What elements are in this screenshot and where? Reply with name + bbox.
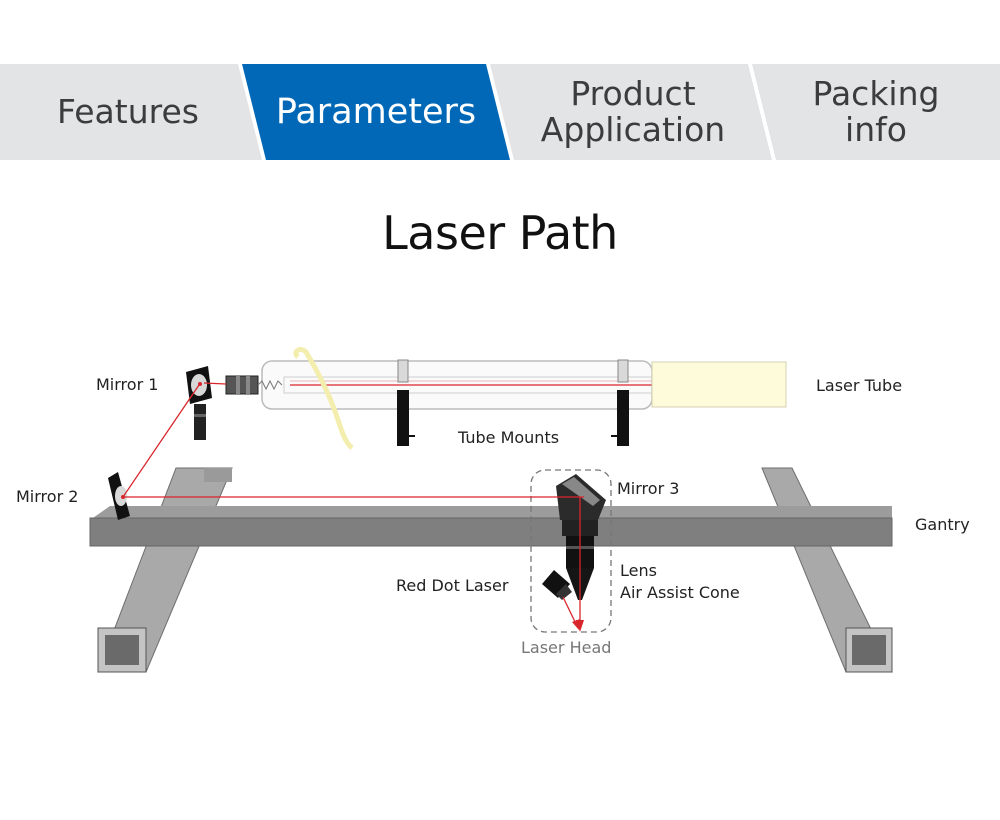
label-mirror-2: Mirror 2 [16,487,78,506]
right-support-beam [761,467,893,673]
tab-parameters[interactable]: Parameters [275,92,477,132]
mirror-1 [186,366,212,440]
beam-arrow-dot [572,619,580,630]
tab-packing-info[interactable]: Packing info [812,74,940,149]
tab-product-application-bg[interactable] [490,64,772,160]
tab-shapes [0,64,1000,160]
laser-tube [225,347,787,450]
label-mirror-3: Mirror 3 [617,479,679,498]
tab-features[interactable]: Features [57,92,199,131]
label-laser-head: Laser Head [521,638,611,657]
tab-parameters-bg[interactable] [242,64,510,160]
label-tube-mounts: Tube Mounts [457,428,559,447]
beam-spot-mirror-2 [121,495,125,499]
tab-features-bg[interactable] [0,64,262,160]
tab-product-application[interactable]: Product Application [540,74,726,149]
tube-mount-left [397,359,415,446]
label-mirror-1: Mirror 1 [96,375,158,394]
label-laser-tube: Laser Tube [816,376,902,395]
label-lens: Lens [620,561,657,580]
label-air-assist-cone: Air Assist Cone [620,583,740,602]
page-title: Laser Path [382,206,618,260]
beam-spot-mirror-1 [198,382,202,386]
tube-mount-right [611,359,629,446]
label-red-dot-laser: Red Dot Laser [396,576,509,595]
mirror-2 [108,472,130,520]
tab-packing-info-bg[interactable] [752,64,1000,160]
gantry [89,506,893,547]
tab-bar: Features Parameters Product Application … [0,64,1000,160]
label-gantry: Gantry [915,515,970,534]
laser-head [530,469,612,633]
